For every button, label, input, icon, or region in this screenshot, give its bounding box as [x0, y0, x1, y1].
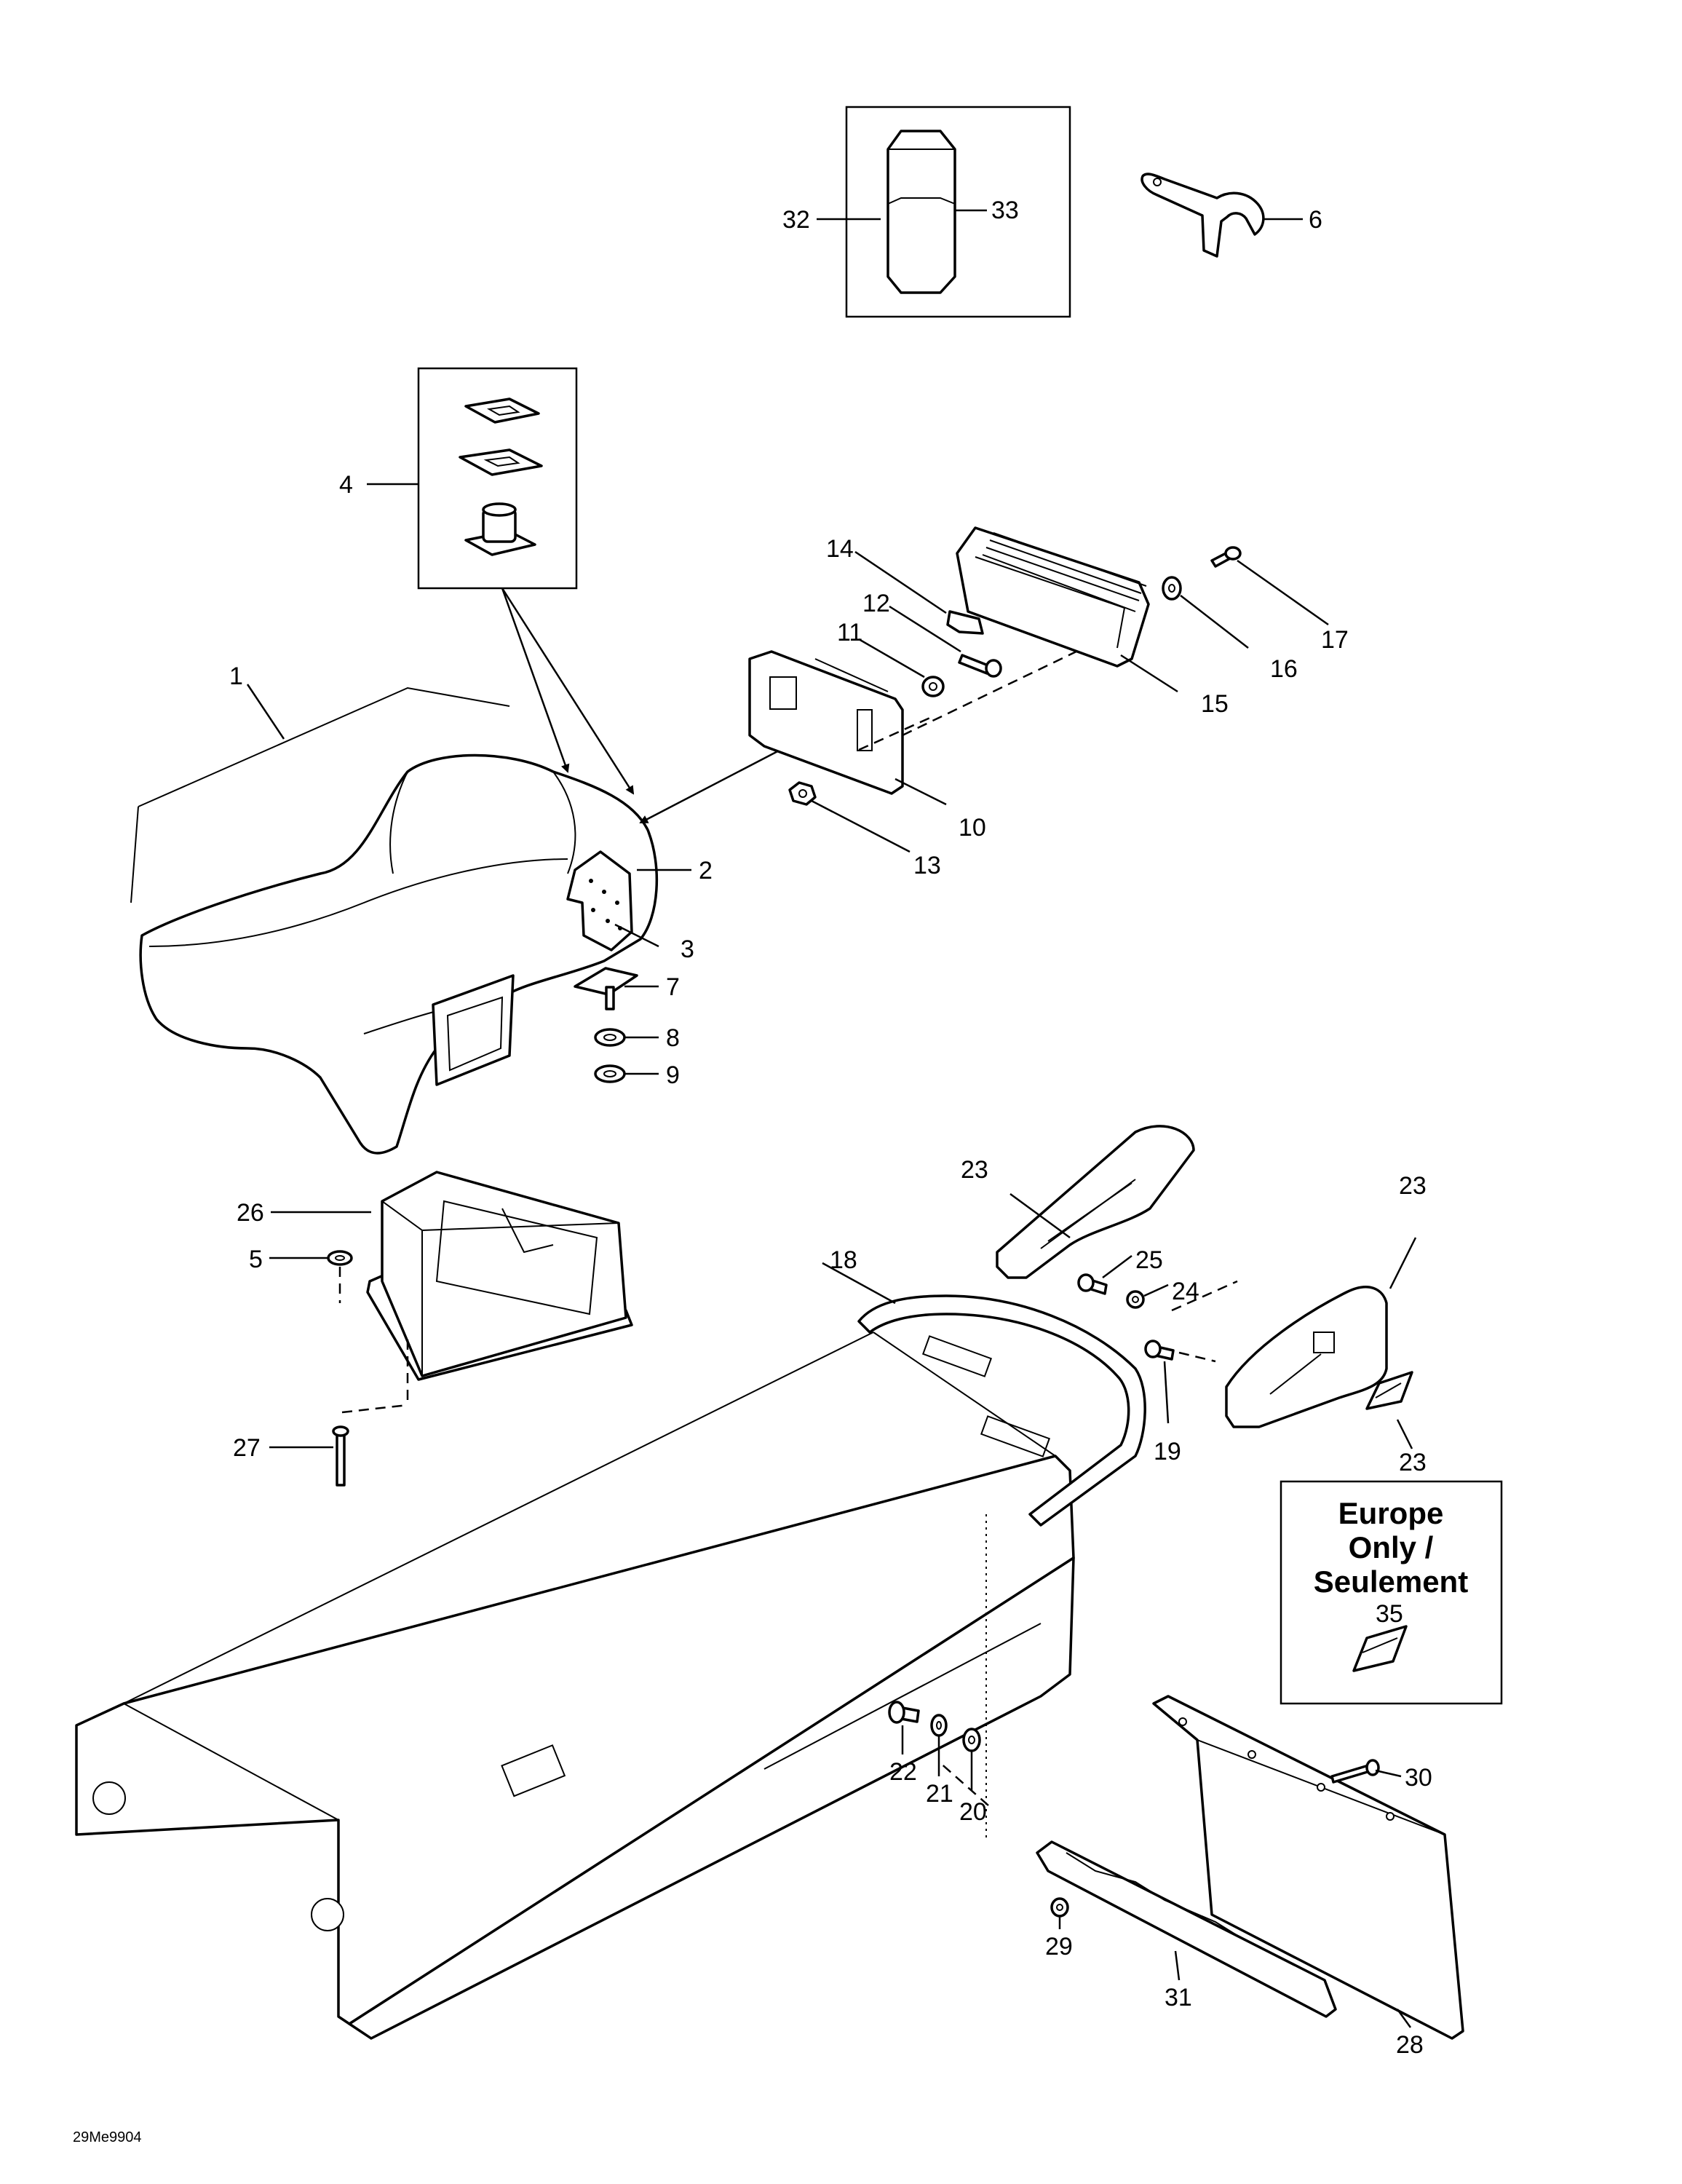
part-34-pad-icon [886, 130, 956, 294]
callout-14: 14 [826, 535, 854, 563]
callout-8: 8 [666, 1024, 680, 1052]
part-14-bulb-icon [946, 610, 984, 635]
part-9-grommet-icon [594, 1064, 626, 1083]
part-17-screw-icon [1210, 546, 1242, 568]
europe-note-line-1: Europe [1338, 1496, 1444, 1530]
part-16-washer-icon [1162, 576, 1182, 601]
part-8-washer-icon [594, 1028, 626, 1047]
callout-23-right: 23 [1399, 1172, 1427, 1200]
part-25-washer-icon [1126, 1290, 1145, 1309]
callout-21: 21 [926, 1780, 953, 1808]
callout-7: 7 [666, 973, 680, 1001]
part-5-washer-icon [327, 1250, 353, 1266]
callout-9: 9 [666, 1061, 680, 1089]
callout-16: 16 [1270, 655, 1298, 683]
part-23-handguard-icon [996, 1125, 1195, 1279]
callout-10: 10 [959, 814, 986, 842]
callout-27: 26 [237, 1199, 264, 1227]
callout-32: 31 [1165, 1984, 1192, 2011]
callout-11: 11 [837, 619, 862, 646]
callout-22: 22 [889, 1758, 917, 1786]
part-19-screw-icon [1144, 1340, 1175, 1361]
part-26-screw-icon [1077, 1273, 1108, 1295]
kit-box-4 [417, 367, 578, 590]
kit-box-33-34 [845, 106, 1071, 318]
callout-31: 30 [1405, 1764, 1432, 1792]
part-18-grab-handle-icon [857, 1294, 1146, 1527]
callout-3: 3 [681, 935, 694, 963]
callout-28: 27 [233, 1434, 261, 1462]
callout-30: 29 [1045, 1933, 1073, 1961]
callout-25: 24 [1172, 1278, 1199, 1305]
callout-20: 20 [959, 1798, 987, 1826]
part-32-plate-icon [1036, 1840, 1337, 2018]
callout-12: 12 [862, 590, 890, 617]
callout-34: 33 [991, 197, 1019, 224]
callout-18: 18 [830, 1246, 857, 1274]
part-30-washer-icon [1050, 1897, 1069, 1918]
reference-code: 29Me9904 [73, 2129, 142, 2145]
callout-19: 19 [1154, 1438, 1181, 1465]
part-35-reflector-icon [1352, 1625, 1408, 1672]
part-12-screw-icon [958, 654, 1002, 678]
part-23-handguard-right-icon [1225, 1286, 1388, 1428]
callout-35: 35 [1376, 1600, 1403, 1628]
callout-5: 5 [249, 1246, 263, 1273]
part-10-taillight-base-icon [748, 650, 904, 795]
callout-33: 32 [782, 206, 810, 234]
part-21-washer-icon [930, 1714, 948, 1737]
part-29-mudflap-icon [1152, 1695, 1464, 2040]
callout-1: 1 [229, 662, 243, 690]
callout-24: 23 [1399, 1449, 1427, 1476]
part-27-storage-box-icon [366, 1171, 633, 1381]
callout-15: 15 [1201, 690, 1229, 718]
callout-4: 4 [339, 471, 353, 499]
callout-23-left: 23 [961, 1156, 988, 1184]
part-22-bolt-icon [888, 1701, 920, 1724]
part-11-washer-icon [921, 676, 945, 697]
tunnel-body-icon [75, 1332, 1075, 2040]
callout-29: 28 [1396, 2031, 1424, 2059]
part-7-bracket-icon [574, 967, 638, 1010]
part-13-nut-icon [788, 781, 817, 806]
europe-note-line-3: Seulement [1314, 1564, 1468, 1599]
part-28-rivet-icon [332, 1425, 349, 1487]
part-15-taillight-lens-icon [956, 526, 1150, 668]
part-24-reflector-icon [1365, 1371, 1413, 1410]
callout-6: 6 [1309, 206, 1322, 234]
callout-26: 25 [1135, 1246, 1163, 1274]
part-1-seat-icon [139, 753, 659, 1155]
callout-2: 2 [699, 857, 713, 885]
part-6-wrench-icon [1140, 173, 1265, 258]
europe-note-line-2: Only / [1349, 1530, 1434, 1564]
europe-only-box [1280, 1480, 1503, 1705]
callout-13: 13 [913, 852, 941, 879]
part-20-nut-icon [962, 1728, 981, 1752]
part-31-rivet-icon [1330, 1759, 1380, 1784]
part-4-gasket-icon [459, 397, 543, 556]
callout-17: 17 [1321, 626, 1349, 654]
